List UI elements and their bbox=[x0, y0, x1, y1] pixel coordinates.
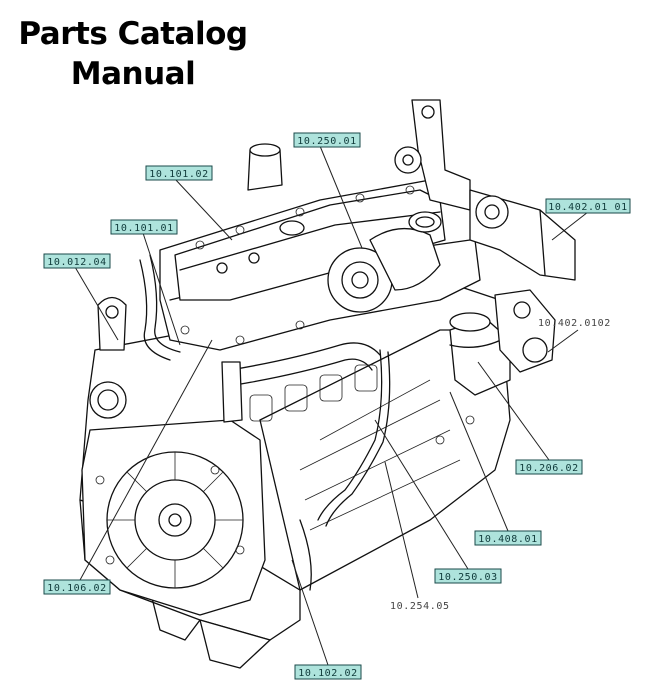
callout-10-101-02[interactable]: 10.101.02 bbox=[145, 165, 213, 181]
callout-10-101-01[interactable]: 10.101.01 bbox=[110, 219, 178, 235]
leader-10-250-03 bbox=[374, 419, 469, 570]
engine-illustration bbox=[79, 99, 576, 669]
callout-label: 10.101.01 bbox=[114, 223, 174, 234]
leader-10-012-04 bbox=[74, 266, 119, 341]
leader-10-206-02 bbox=[477, 361, 550, 461]
leader-10-101-02 bbox=[174, 178, 233, 241]
title-line-2: Manual bbox=[70, 56, 196, 92]
callout-10-250-01[interactable]: 10.250.01 bbox=[293, 132, 361, 148]
callout-label: 10.402.01 01 bbox=[548, 202, 627, 213]
callout-10-106-02[interactable]: 10.106.02 bbox=[43, 579, 111, 595]
callout-label: 10.012.04 bbox=[47, 257, 107, 268]
callout-10-402-01-01[interactable]: 10.402.01 01 bbox=[545, 198, 631, 214]
leader-lines bbox=[74, 145, 589, 666]
callout-10-250-03[interactable]: 10.250.03 bbox=[434, 568, 502, 584]
callout-label: 10.102.02 bbox=[298, 668, 358, 679]
label-10-402-0102[interactable]: 10.402.0102 bbox=[538, 318, 611, 329]
leader-10-402-01-01 bbox=[551, 211, 589, 241]
leader-10-101-01 bbox=[142, 232, 181, 346]
callout-label: 10.250.01 bbox=[297, 136, 357, 147]
callout-10-102-02[interactable]: 10.102.02 bbox=[294, 664, 362, 680]
title-line-1: Parts Catalog bbox=[18, 16, 248, 52]
leader-10-102-02 bbox=[291, 559, 329, 666]
callout-10-012-04[interactable]: 10.012.04 bbox=[43, 253, 111, 269]
callout-10-408-01[interactable]: 10.408.01 bbox=[474, 530, 542, 546]
leader-10-254-05 bbox=[384, 461, 419, 599]
page-title: Parts Catalog Manual bbox=[8, 14, 258, 94]
leader-10-408-01 bbox=[449, 391, 509, 532]
callout-label: 10.408.01 bbox=[478, 534, 538, 545]
callout-label: 10.106.02 bbox=[47, 583, 107, 594]
callout-10-206-02[interactable]: 10.206.02 bbox=[515, 459, 583, 475]
callout-label: 10.206.02 bbox=[519, 463, 579, 474]
callout-label: 10.101.02 bbox=[149, 169, 209, 180]
leader-10-106-02 bbox=[79, 339, 213, 581]
leader-10-250-01 bbox=[319, 145, 363, 249]
label-10-254-05[interactable]: 10.254.05 bbox=[390, 601, 450, 612]
leader-10-402-0102 bbox=[547, 329, 579, 353]
callout-label: 10.250.03 bbox=[438, 572, 498, 583]
